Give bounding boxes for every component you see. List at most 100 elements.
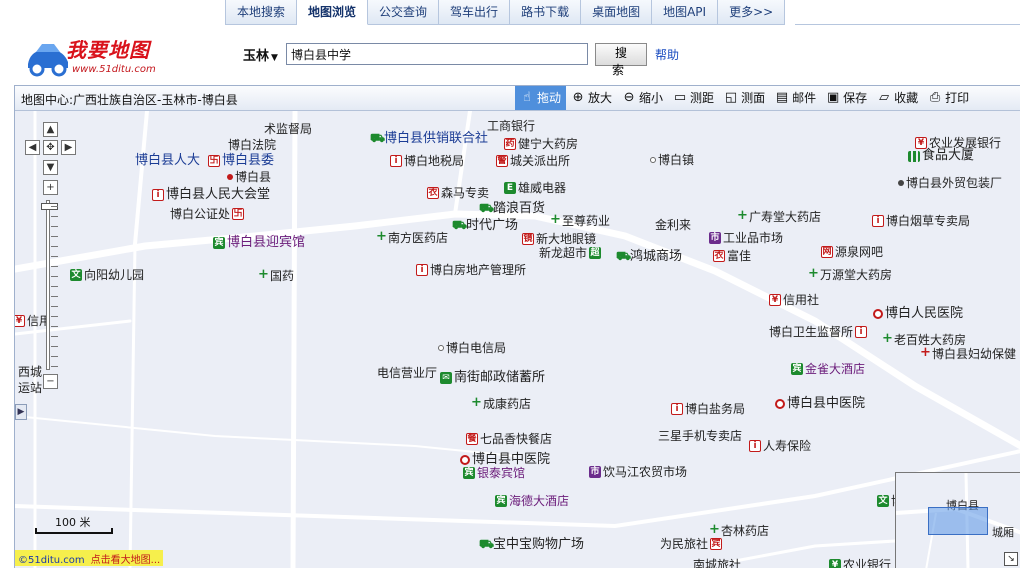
tool-save-button[interactable]: ▣保存 — [821, 86, 872, 110]
map-poi[interactable]: +杏林药店 — [709, 523, 769, 538]
map-poi[interactable]: 宾金雀大酒店 — [791, 362, 865, 376]
map-poi[interactable]: 宾博白县迎宾馆 — [213, 236, 305, 250]
tab-6[interactable]: 桌面地图 — [581, 0, 653, 25]
map-poi[interactable]: ¥信用 — [15, 314, 51, 328]
map-poi[interactable]: 南城旅社 — [693, 558, 741, 568]
map-poi[interactable]: 食品大厦 — [908, 149, 974, 163]
tab-1[interactable]: 本地搜索 — [226, 0, 298, 25]
pan-left-button[interactable]: ◀ — [25, 140, 40, 155]
zoom-slider[interactable] — [41, 200, 59, 370]
map-poi[interactable]: 新龙超市超 — [539, 246, 602, 260]
overview-viewport[interactable] — [928, 507, 988, 535]
map-poi[interactable]: 博白县 — [227, 170, 271, 184]
map-poi[interactable]: 警城关派出所 — [496, 154, 570, 168]
pan-center-button[interactable]: ✥ — [43, 140, 58, 155]
map-poi[interactable]: 市饮马江农贸市场 — [589, 465, 687, 479]
poi-red-icon: i — [390, 155, 402, 167]
map-poi[interactable]: ⛟宝中宝购物广场 — [479, 538, 584, 552]
tab-3[interactable]: 公交查询 — [368, 0, 440, 25]
large-map-link[interactable]: 点击看大地图... — [90, 555, 161, 566]
map-poi[interactable]: 文向阳幼儿园 — [70, 268, 144, 282]
map-poi[interactable]: ¥农业银行 — [829, 558, 891, 568]
tab-2[interactable]: 地图浏览 — [297, 0, 369, 25]
map-poi[interactable]: ⛟鸿城商场 — [616, 250, 682, 264]
tab-7[interactable]: 地图API — [652, 0, 719, 25]
map-poi[interactable]: 市工业品市场 — [709, 231, 783, 245]
map-poi[interactable]: 博白县外贸包装厂 — [898, 176, 1002, 190]
pan-down-button[interactable]: ▼ — [43, 160, 58, 175]
map-poi[interactable]: +老百姓大药房 — [882, 332, 966, 347]
zoom-out-button[interactable]: − — [43, 374, 58, 389]
overview-map[interactable]: 博白县 城厢 ↘ — [895, 472, 1020, 568]
map-poi[interactable]: 衣森马专卖 — [427, 186, 489, 200]
map-poi[interactable]: 术监督局 — [264, 122, 312, 136]
map-poi[interactable]: +南方医药店 — [376, 230, 448, 245]
map-poi[interactable]: 运站 — [18, 381, 42, 395]
tab-4[interactable]: 驾车出行 — [439, 0, 511, 25]
map-poi[interactable]: 餐七品香快餐店 — [466, 432, 552, 446]
map-poi[interactable]: +博白县妇幼保健 — [920, 346, 1016, 361]
map-poi[interactable]: 网源泉网吧 — [821, 245, 883, 259]
map-poi[interactable]: 三星手机专卖店 — [658, 429, 742, 443]
tool-zoom-out-button[interactable]: ⊖缩小 — [617, 86, 668, 110]
map-poi[interactable]: 博白县中医院 — [460, 453, 550, 467]
tool-print-button[interactable]: ⎙打印 — [923, 86, 974, 110]
search-button[interactable]: 搜 索 — [595, 43, 647, 77]
map-poi[interactable]: +广寿堂大药店 — [737, 209, 821, 224]
site-logo[interactable]: 我要地图 www.51ditu.com — [24, 34, 174, 80]
tool-mail-button[interactable]: ▤邮件 — [770, 86, 821, 110]
map-poi[interactable]: ✉南街邮政储蓄所 — [440, 371, 545, 385]
map-poi[interactable]: 为民旅社宾 — [660, 537, 723, 551]
tool-folder-button[interactable]: ▱收藏 — [872, 86, 923, 110]
map-poi[interactable]: 衣富佳 — [713, 249, 751, 263]
zoom-in-button[interactable]: + — [43, 180, 58, 195]
pan-up-button[interactable]: ▲ — [43, 122, 58, 137]
tool-hand-button[interactable]: ☝拖动 — [515, 86, 567, 110]
tool-zoom-in-button[interactable]: ⊕放大 — [566, 86, 617, 110]
map-poi[interactable]: ⛟博白县供销联合社 — [370, 132, 488, 146]
map-poi[interactable]: +成康药店 — [471, 396, 531, 411]
map-poi[interactable]: 博白公证处卐 — [170, 207, 245, 221]
search-input[interactable] — [286, 43, 588, 65]
map-poi[interactable]: 电信营业厅 — [377, 366, 437, 380]
map-poi[interactable]: ¥农业发展银行 — [915, 136, 1001, 150]
city-selector[interactable]: 玉林▼ — [243, 45, 278, 64]
map-poi[interactable]: 金利来 — [655, 218, 691, 232]
pan-right-button[interactable]: ▶ — [61, 140, 76, 155]
tool-ruler-button[interactable]: ▭测距 — [668, 86, 719, 110]
expand-panel-icon[interactable]: ▶ — [15, 404, 27, 420]
map-poi[interactable]: +万源堂大药房 — [808, 267, 892, 282]
map-poi[interactable]: 博白镇 — [650, 153, 694, 167]
map-poi[interactable]: 西城 — [18, 365, 42, 379]
map-poi[interactable]: 博白人民医院 — [873, 307, 963, 321]
map-poi[interactable]: 镜新大地眼镜 — [522, 232, 596, 246]
map-poi[interactable]: ⛟时代广场 — [452, 219, 518, 233]
map-poi[interactable]: 博白电信局 — [438, 341, 506, 355]
tool-area-button[interactable]: ◱测面 — [719, 86, 770, 110]
tab-8[interactable]: 更多>> — [718, 0, 786, 25]
map-poi[interactable]: 工商银行 — [487, 119, 535, 133]
map-poi[interactable]: ⛟踏浪百货 — [479, 202, 545, 216]
help-link[interactable]: 帮助 — [655, 48, 680, 62]
tab-5[interactable]: 路书下载 — [510, 0, 582, 25]
map-poi[interactable]: 博白县中医院 — [775, 397, 865, 411]
map-canvas[interactable]: 术监督局工商银行⛟博白县供销联合社药健宁大药房¥农业发展银行博白法院食品大厦博白… — [14, 85, 1020, 568]
map-poi[interactable]: 宾银泰宾馆 — [463, 466, 525, 480]
overview-toggle-icon[interactable]: ↘ — [1004, 552, 1018, 566]
map-poi[interactable]: 卐博白县委 — [208, 154, 274, 168]
map-poi[interactable]: 博白法院 — [228, 138, 276, 152]
map-poi[interactable]: 药健宁大药房 — [504, 137, 578, 151]
map-poi[interactable]: ¥信用社 — [769, 293, 819, 307]
map-poi[interactable]: +国药 — [258, 268, 294, 283]
map-poi[interactable]: 博白县人大 — [135, 154, 200, 168]
map-poi[interactable]: +至尊药业 — [550, 213, 610, 228]
map-poi[interactable]: 宾海德大酒店 — [495, 494, 569, 508]
